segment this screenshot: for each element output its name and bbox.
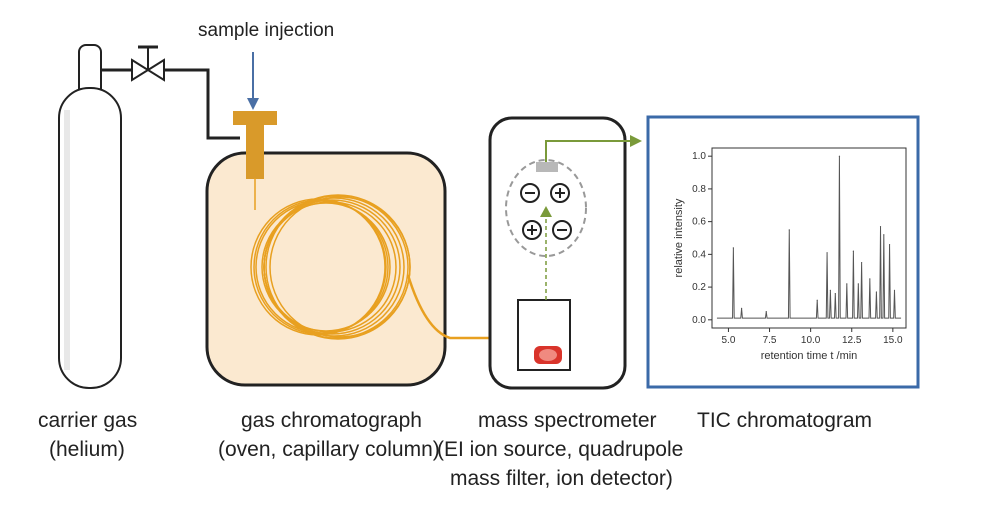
y-tick-label: 0.2 (692, 282, 706, 293)
injector-icon (233, 111, 277, 179)
sample-injection-label: sample injection (198, 20, 334, 41)
chromatogram-peak (861, 261, 863, 264)
injection-arrow-head (247, 98, 259, 110)
y-tick-label: 0.6 (692, 217, 706, 228)
chromatogram-peak (829, 289, 831, 291)
chromatogram-peak (888, 243, 891, 246)
gc-sublabel: (oven, capillary column) (218, 438, 440, 461)
chromatogram-peak (732, 247, 734, 249)
plot-area (711, 147, 907, 329)
chromatogram-peak (869, 278, 871, 280)
ms-label: mass spectrometer (478, 409, 657, 432)
y-axis-title: relative intensity (673, 198, 685, 277)
chromatogram-peak (765, 311, 767, 313)
quadrupole-rods (520, 183, 572, 240)
y-tick-label: 0.0 (692, 315, 706, 326)
signal-arrow-head (630, 135, 642, 147)
ms-sublabel-2: mass filter, ion detector) (450, 467, 673, 490)
chromatogram-peak (838, 155, 841, 157)
x-tick-label: 15.0 (883, 335, 903, 346)
detector-icon (536, 162, 558, 172)
x-axis-title: retention time t /min (761, 350, 858, 362)
y-tick-label: 0.4 (692, 249, 706, 260)
y-tick-label: 1.0 (692, 151, 706, 162)
carrier-gas-sublabel: (helium) (49, 438, 125, 461)
valve-icon (101, 45, 165, 82)
gc-label: gas chromatograph (241, 409, 422, 432)
signal-line (545, 140, 620, 162)
chromatogram-peak (826, 252, 828, 254)
capillary-column (250, 178, 515, 340)
chromatogram-peak (883, 234, 885, 236)
ion-path-arrow-head (540, 206, 552, 217)
chromatogram-peak (740, 307, 743, 309)
coil-center (296, 213, 364, 321)
chromatogram-peak (893, 289, 896, 291)
y-tick-label: 0.8 (692, 184, 706, 195)
x-tick-label: 5.0 (721, 335, 735, 346)
chromatogram-peak (879, 225, 882, 228)
chromatogram-peak (857, 283, 859, 285)
chromatogram-chart: 5.0 7.5 10.0 12.5 15.0 0.0 0.2 0.4 0.6 0.8 1.0 rete… (673, 147, 907, 362)
chromatogram-peak (852, 250, 854, 252)
tic-label: TIC chromatogram (697, 409, 872, 432)
carrier-gas-label: carrier gas (38, 409, 137, 432)
chromatogram-peak (846, 283, 848, 285)
chromatogram-frame (646, 115, 920, 389)
x-tick-label: 12.5 (842, 335, 862, 346)
chromatogram-peak (834, 293, 836, 295)
ion-source-icon (534, 346, 562, 364)
carrier-gas-line (164, 68, 240, 140)
x-tick-label: 10.0 (801, 335, 821, 346)
quadrupole-outline (505, 159, 587, 257)
chromatogram-peak (875, 291, 878, 293)
chromatogram-peak (816, 299, 818, 301)
ms-sublabel-1: (EI ion source, quadrupole (437, 438, 683, 461)
x-tick-label: 7.5 (763, 335, 777, 346)
gas-cylinder (58, 44, 122, 389)
chromatogram-peak (788, 229, 790, 231)
